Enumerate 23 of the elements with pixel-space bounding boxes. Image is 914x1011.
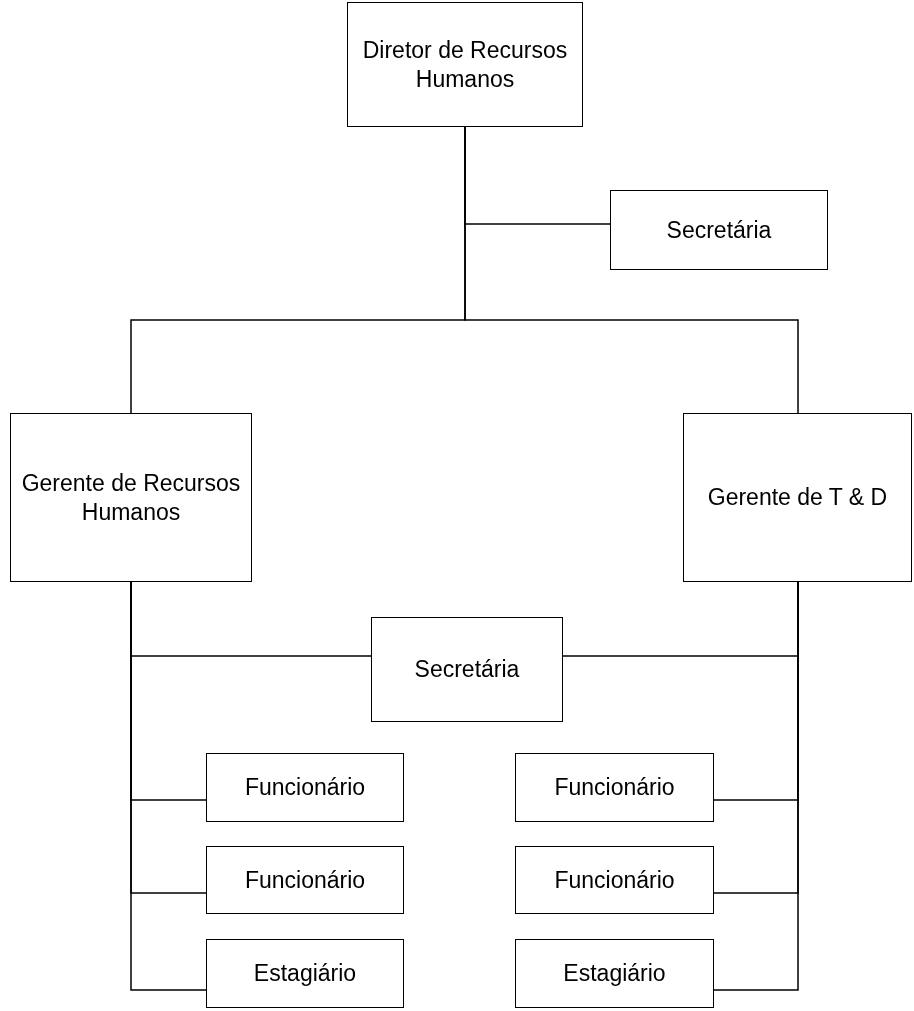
box-label: Funcionário (244, 865, 366, 895)
box-label: Funcionário (244, 773, 366, 802)
org-box (206, 753, 404, 822)
org-box (610, 190, 828, 270)
box-label: Secretária (666, 215, 772, 245)
box-label: Diretor de Recursos Humanos (361, 35, 569, 94)
box-label: Funcionário (554, 865, 675, 895)
box-label: Estagiário (563, 959, 666, 988)
org-box (347, 2, 583, 127)
org-box (683, 413, 912, 582)
box-label: Estagiário (253, 959, 357, 988)
box-label: Gerente de T & D (707, 483, 888, 512)
org-box (206, 846, 404, 914)
box-label: Funcionário (554, 773, 675, 802)
org-box (10, 413, 252, 582)
org-box (515, 846, 714, 914)
org-box (515, 939, 714, 1008)
box-label: Gerente de Recursos Humanos (20, 468, 242, 527)
org-box (206, 939, 404, 1008)
org-box (515, 753, 714, 822)
org-box (371, 617, 563, 722)
connector-line (464, 126, 799, 414)
box-label: Secretária (414, 655, 520, 684)
